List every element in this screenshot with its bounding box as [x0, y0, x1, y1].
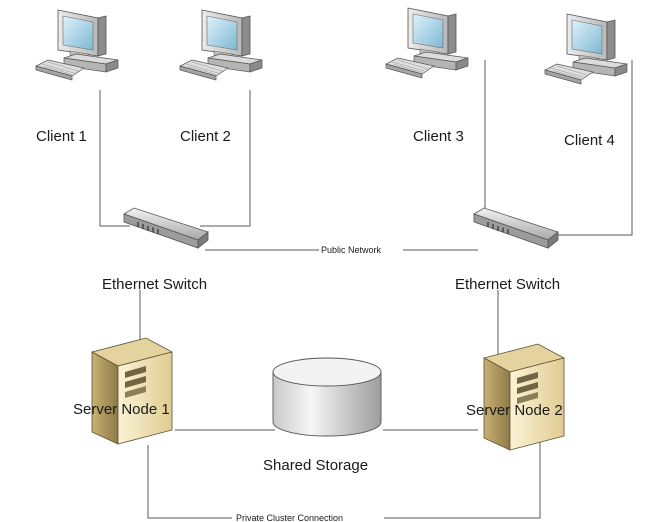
client-4-label: Client 4 — [564, 132, 615, 149]
private-connection-label: Private Cluster Connection — [236, 513, 343, 522]
desktop-computer-icon — [35, 9, 119, 81]
client-1-label: Client 1 — [36, 128, 87, 145]
switch-2-label: Ethernet Switch — [455, 276, 560, 293]
public-network-label: Public Network — [321, 245, 382, 255]
client-3-label: Client 3 — [413, 128, 464, 145]
storage-cylinder-icon — [272, 357, 382, 437]
switch-1-label: Ethernet Switch — [102, 276, 207, 293]
ethernet-switch-icon — [473, 207, 559, 249]
desktop-computer-icon — [179, 9, 263, 81]
server-tower-icon — [483, 343, 565, 451]
server-tower-icon — [91, 337, 173, 445]
ethernet-switch-icon — [123, 207, 209, 249]
server-1-label: Server Node 1 — [73, 401, 170, 418]
desktop-computer-icon — [544, 13, 628, 85]
shared-storage-label: Shared Storage — [263, 457, 368, 474]
desktop-computer-icon — [385, 7, 469, 79]
server-2-label: Server Node 2 — [466, 402, 563, 419]
client-2-label: Client 2 — [180, 128, 231, 145]
